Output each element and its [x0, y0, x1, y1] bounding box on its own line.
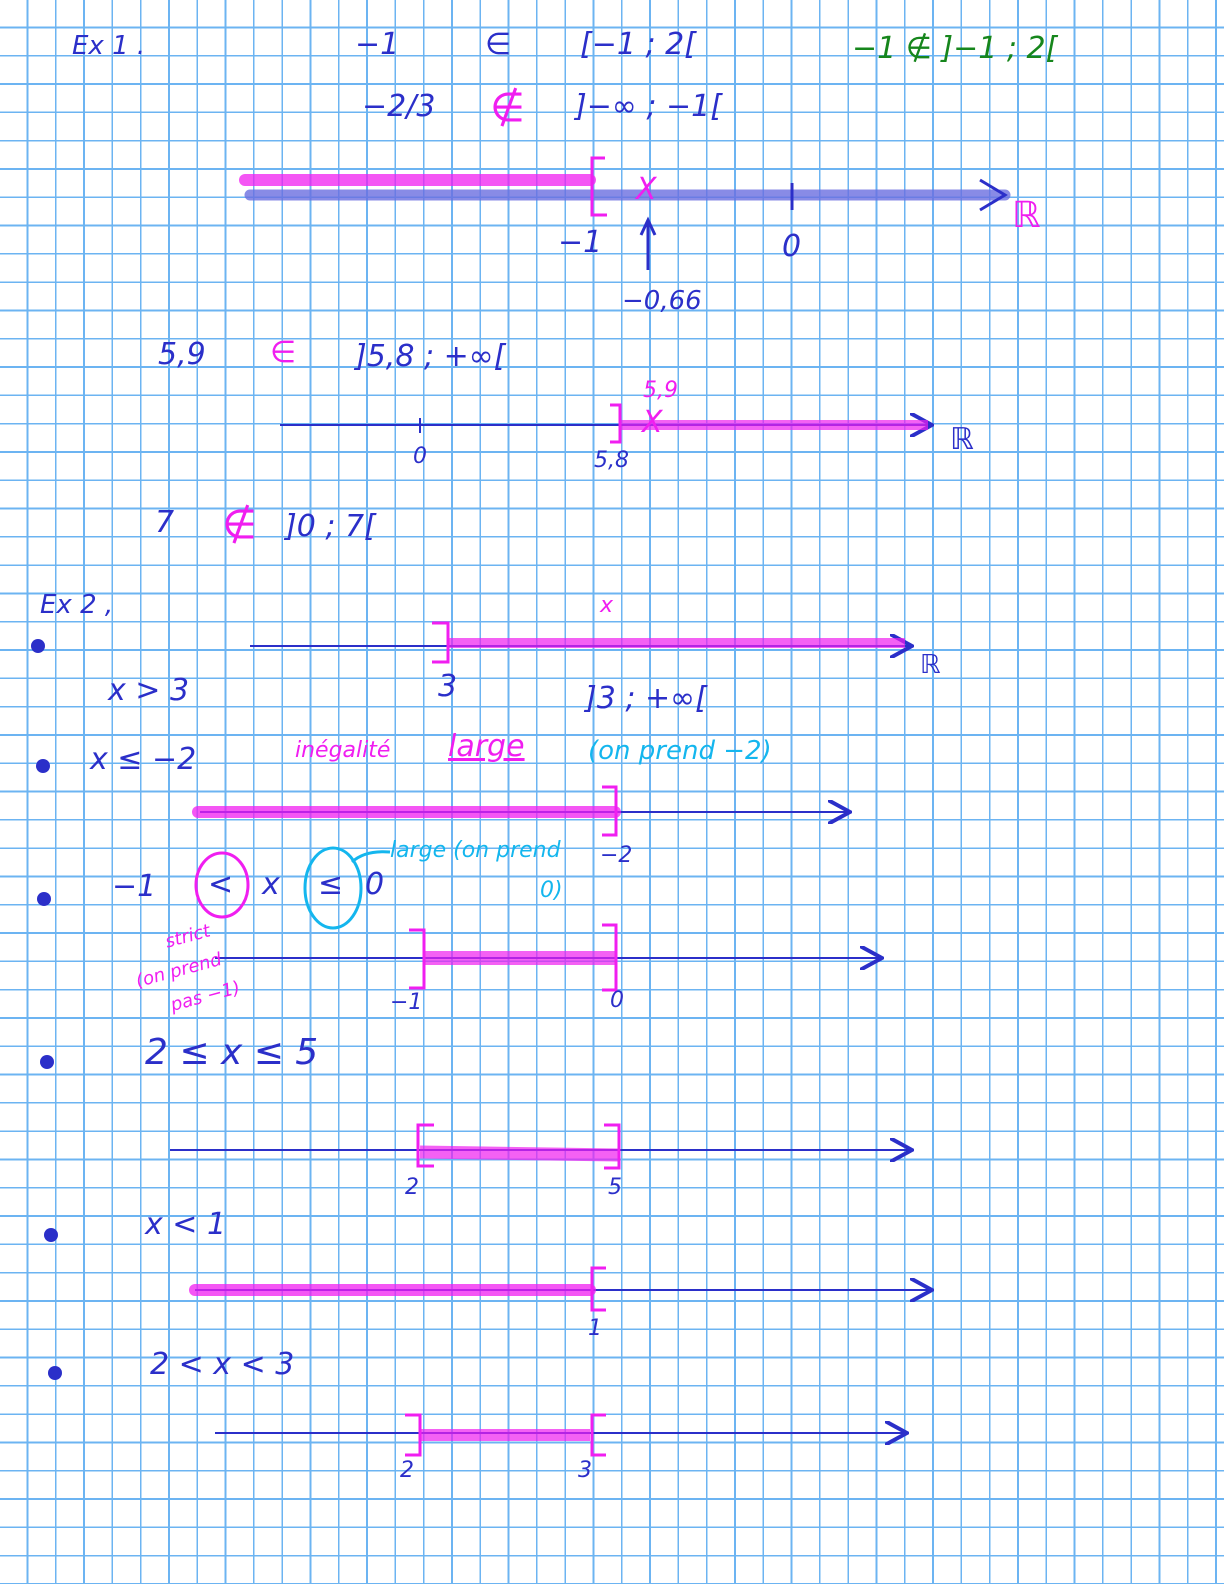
bracket	[602, 785, 618, 837]
item5-ineq: x < 1	[145, 1207, 227, 1242]
arrow-up-icon	[639, 216, 657, 270]
line2-mark: X	[642, 405, 663, 440]
ex2-title: Ex 2 ,	[40, 590, 114, 620]
line1-label-c: −0,66	[622, 286, 702, 316]
bracket	[590, 156, 607, 217]
circle-strict	[194, 851, 250, 919]
item1-set: ℝ	[920, 650, 941, 680]
ex1-s4-int: ]0 ; 7[	[285, 509, 376, 544]
item6-label-b: 3	[578, 1458, 592, 1483]
pink-range	[419, 1145, 619, 1162]
item1-interval: ]3 ; +∞[	[585, 681, 707, 716]
bracket	[432, 621, 450, 664]
ex1-s4-num: 7	[155, 505, 175, 540]
item2-note1: inégalité	[295, 738, 391, 763]
item3-b: 0	[365, 867, 385, 902]
item2-note3: (on prend −2)	[588, 736, 772, 766]
circle-large	[303, 846, 363, 930]
bracket-left	[416, 1123, 434, 1168]
bracket-right	[602, 923, 618, 992]
line1-label-a: −1	[558, 225, 603, 260]
item1-var: x	[600, 593, 614, 618]
bracket-right	[604, 1123, 621, 1170]
bracket	[590, 1266, 606, 1312]
bullet	[31, 639, 45, 653]
ex1-s4-sym: ∉	[222, 502, 257, 548]
item5-label: 1	[588, 1316, 602, 1341]
ex1-s1-num: −1	[355, 27, 400, 62]
ex1-s1-int: [−1 ; 2[	[580, 27, 696, 62]
item1-ineq: x > 3	[108, 673, 190, 708]
number-line-5	[215, 923, 880, 992]
cyan-pointer	[350, 850, 391, 864]
item4-label-b: 5	[608, 1175, 622, 1200]
ex1-title: Ex 1 .	[72, 31, 146, 61]
ex1-s2-sym: ∉	[490, 85, 525, 131]
item3-a: −1	[112, 869, 157, 904]
bullet	[36, 759, 50, 773]
item3-note-cyan: large (on prend	[390, 838, 561, 863]
line1-set: ℝ	[1012, 195, 1041, 236]
line2-point: 5,9	[643, 378, 678, 403]
item3-le: ≤	[318, 867, 344, 902]
item3-label-b: 0	[610, 988, 624, 1013]
number-line-8	[215, 1413, 905, 1457]
item1-label: 3	[438, 669, 458, 704]
bracket	[610, 403, 622, 444]
bracket-right	[590, 1413, 606, 1457]
number-line-4	[192, 785, 848, 837]
bracket-left	[409, 928, 426, 990]
bullet	[44, 1228, 58, 1242]
line2-set: ℝ	[950, 422, 974, 457]
line1-mark: X	[636, 172, 657, 207]
line2-label-a: 0	[413, 444, 427, 469]
number-line-1	[239, 156, 1011, 270]
bullet	[37, 892, 51, 906]
ex1-green-statement: −1 ∉ ]−1 ; 2[	[852, 31, 1058, 66]
item2-label: −2	[600, 843, 633, 868]
item3-lt: <	[208, 867, 234, 902]
item2-ineq: x ≤ −2	[90, 742, 197, 777]
number-line-3	[250, 621, 910, 664]
line1-label-b: 0	[782, 229, 802, 264]
item3-note-cyan2: 0)	[540, 878, 563, 903]
ex1-s2-int: ]−∞ ; −1[	[575, 89, 722, 124]
bullet	[48, 1366, 62, 1380]
item4-ineq: 2 ≤ x ≤ 5	[145, 1032, 319, 1073]
number-line-7	[189, 1266, 930, 1312]
bullet	[40, 1055, 54, 1069]
ex1-s3-sym: ∈	[270, 335, 297, 370]
item6-label-a: 2	[400, 1458, 414, 1483]
bracket-left	[405, 1413, 422, 1457]
number-line-2	[280, 403, 930, 444]
item4-label-a: 2	[405, 1175, 419, 1200]
number-line-6	[170, 1123, 910, 1170]
ex1-s1-sym: ∈	[485, 27, 512, 62]
ex1-s3-int: ]5,8 ; +∞[	[355, 339, 506, 374]
ex1-s3-num: 5,9	[158, 337, 206, 372]
ex1-s2-num: −2/3	[362, 89, 436, 124]
item3-x: x	[262, 867, 280, 902]
item2-note2: large	[448, 729, 525, 764]
item6-ineq: 2 < x < 3	[150, 1347, 295, 1382]
item3-label-a: −1	[390, 990, 423, 1015]
arrow-head	[979, 178, 1008, 212]
line2-label-b: 5,8	[594, 448, 629, 473]
